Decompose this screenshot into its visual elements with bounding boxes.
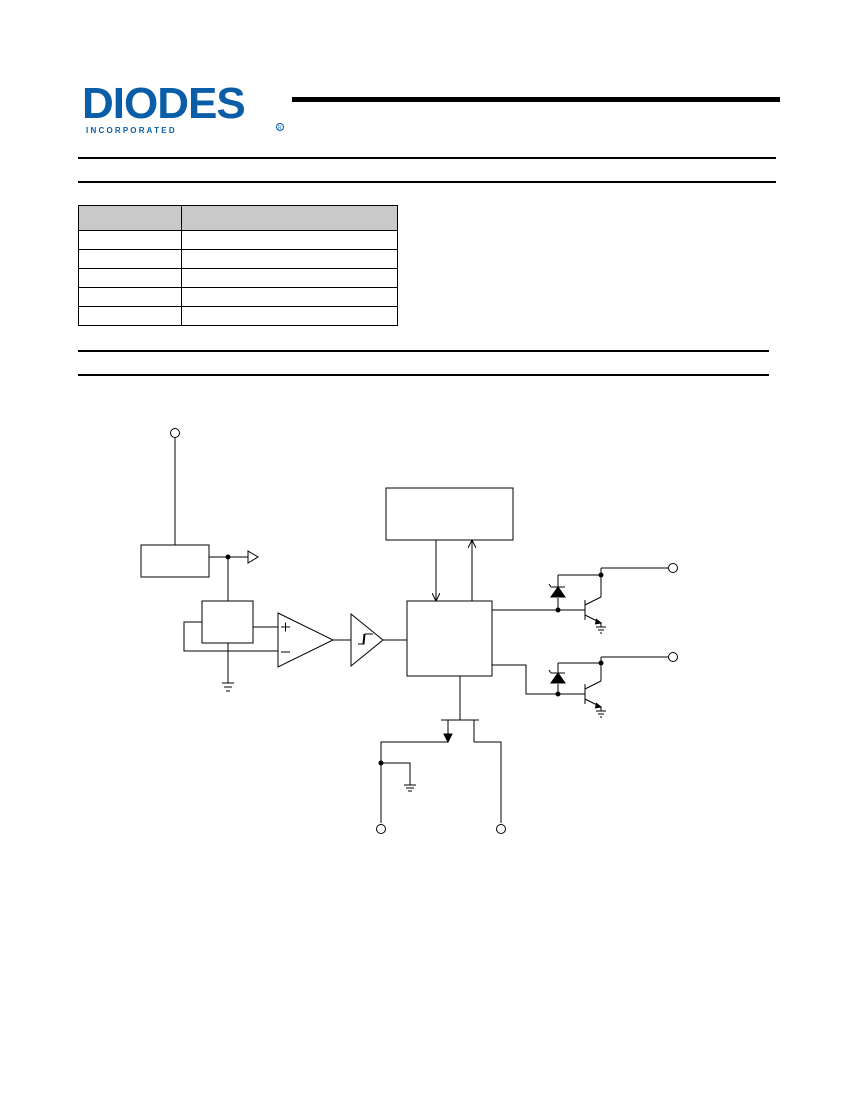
table-cell bbox=[181, 230, 398, 250]
npn-transistor-icon bbox=[584, 656, 668, 718]
table-cell bbox=[78, 268, 182, 288]
pin-terminal-icon bbox=[668, 652, 678, 662]
supply-pin bbox=[170, 428, 180, 545]
diodes-logo: DIODES I N C O R P O R A T E D R bbox=[80, 80, 295, 140]
table-header-row bbox=[78, 205, 398, 231]
output-driver-1 bbox=[492, 563, 678, 634]
source-line bbox=[380, 741, 448, 823]
table-row bbox=[78, 249, 398, 269]
hall-sensor-block bbox=[201, 600, 254, 644]
section-rule-top bbox=[78, 157, 776, 159]
sensor-feedback-line bbox=[183, 621, 278, 652]
table-header-cell bbox=[78, 205, 182, 231]
section-rule-top-2 bbox=[78, 350, 769, 352]
pin-terminal-icon bbox=[496, 824, 506, 834]
block-diagram bbox=[140, 428, 678, 834]
npn-transistor-icon bbox=[584, 567, 668, 634]
ground-icon bbox=[222, 643, 234, 692]
table-cell bbox=[181, 249, 398, 269]
section-rule-bottom-2 bbox=[78, 374, 769, 376]
header-rule bbox=[292, 97, 780, 102]
regulated-output-node bbox=[209, 550, 259, 601]
pin-terminal-icon bbox=[376, 824, 386, 834]
ground-icon bbox=[381, 762, 416, 792]
table-cell bbox=[181, 268, 398, 288]
table-cell bbox=[78, 230, 182, 250]
pin-terminal-icon bbox=[668, 563, 678, 573]
mosfet-icon bbox=[441, 676, 479, 744]
control-logic-block bbox=[406, 600, 493, 677]
zener-diode-icon bbox=[548, 662, 601, 694]
pin-description-table bbox=[78, 205, 398, 326]
schmitt-trigger-icon bbox=[350, 612, 384, 668]
table-row bbox=[78, 268, 398, 288]
table-cell bbox=[181, 287, 398, 307]
table-cell bbox=[78, 249, 182, 269]
output-driver-2 bbox=[492, 652, 678, 718]
table-row bbox=[78, 230, 398, 250]
logo-wordmark: DIODES bbox=[82, 80, 245, 128]
svg-text:R: R bbox=[278, 126, 282, 132]
drain-line bbox=[474, 741, 502, 823]
regulator-block bbox=[140, 544, 210, 578]
zener-diode-icon bbox=[548, 574, 601, 610]
table-row bbox=[78, 306, 398, 326]
table-header-cell bbox=[181, 205, 398, 231]
logo-subtitle: I N C O R P O R A T E D bbox=[86, 126, 175, 135]
comparator-icon bbox=[277, 612, 335, 668]
table-row bbox=[78, 287, 398, 307]
table-cell bbox=[78, 287, 182, 307]
table-cell bbox=[181, 306, 398, 326]
section-rule-bottom bbox=[78, 181, 776, 183]
table-cell bbox=[78, 306, 182, 326]
timing-block bbox=[385, 487, 514, 541]
